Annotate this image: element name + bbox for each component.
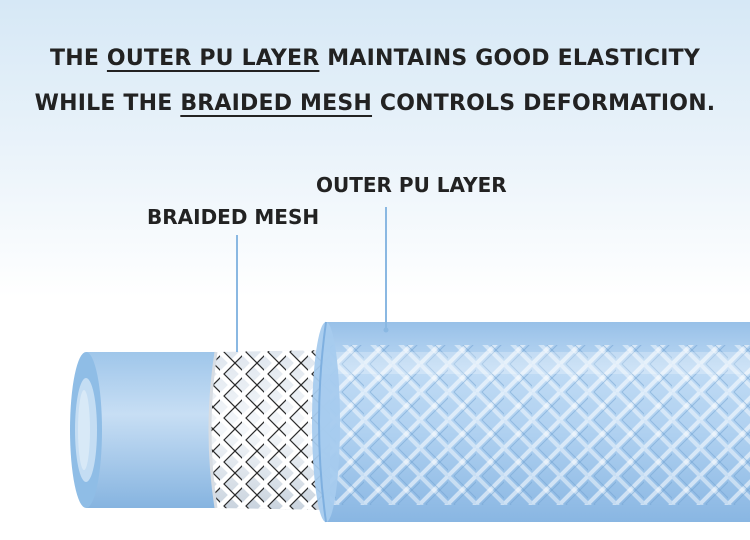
headline-line-2-post: CONTROLS DEFORMATION. (372, 91, 716, 116)
headline-line-1: THE OUTER PU LAYER MAINTAINS GOOD ELASTI… (0, 46, 750, 71)
headline-line-1-post: MAINTAINS GOOD ELASTICITY (319, 46, 700, 71)
inner-tube (70, 352, 230, 508)
outer-pu-layer (312, 321, 750, 523)
label-outer-pu-layer: OUTER PU LAYER (316, 173, 507, 197)
label-braided-mesh: BRAIDED MESH (147, 205, 320, 229)
headline-line-2-pre: WHILE THE (34, 91, 181, 116)
headline-highlight-braided-mesh: BRAIDED MESH (180, 91, 373, 116)
headline-line-2: WHILE THE BRAIDED MESH CONTROLS DEFORMAT… (0, 91, 750, 116)
headline-line-1-pre: THE (50, 46, 107, 71)
outer-pu-leader-dot (383, 327, 389, 333)
headline-highlight-outer-pu-layer: OUTER PU LAYER (106, 46, 320, 71)
